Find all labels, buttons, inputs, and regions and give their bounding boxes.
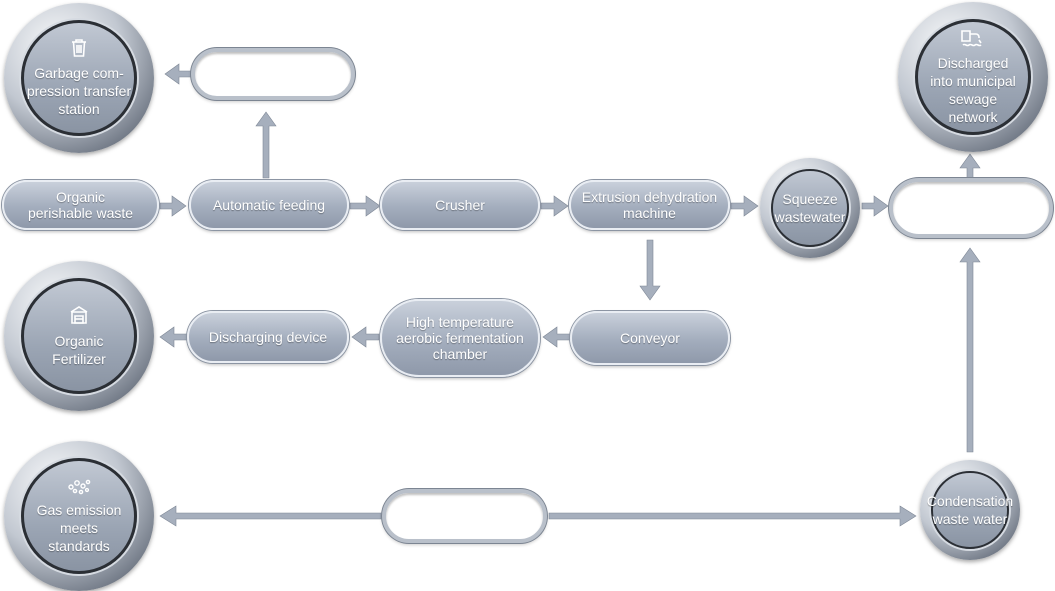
arrow-squeeze-to-blank	[861, 195, 889, 217]
node-organic-perishable-waste: Organic perishable waste	[2, 180, 159, 230]
arrow-blank-to-garbage	[164, 63, 192, 85]
node-discharging-device: Discharging device	[187, 311, 349, 363]
node-condensation-waste-water: Condensation waste water	[920, 460, 1020, 560]
node-label: Crusher	[435, 197, 485, 213]
endpoint-label: Gas emission meets standards	[36, 502, 122, 554]
node-label: Automatic feeding	[212, 197, 326, 213]
arrow-extrusion-to-squeeze	[730, 195, 759, 217]
gas-particles-icon	[66, 477, 92, 499]
empty-box-right	[889, 178, 1053, 238]
arrow-condensation-to-blank	[959, 247, 981, 453]
endpoint-organic-fertilizer: Organic Fertilizer	[4, 261, 154, 411]
node-label: Condensation waste water	[926, 493, 1014, 527]
node-automatic-feeding: Automatic feeding	[189, 180, 349, 230]
arrow-blank-to-municipal	[959, 153, 981, 179]
node-fermentation-chamber: High temperature aerobic fermentation ch…	[380, 299, 540, 377]
arrow-feeding-to-crusher	[349, 195, 381, 217]
node-squeeze-wastewater: Squeeze wastewater	[760, 158, 860, 258]
arrow-blank-to-condensation	[548, 505, 917, 527]
node-crusher: Crusher	[380, 180, 540, 230]
empty-box-top	[191, 48, 355, 100]
endpoint-label: Organic Fertilizer	[52, 333, 106, 367]
endpoint-municipal-sewage: Discharged into municipal sewage network	[898, 2, 1048, 152]
endpoint-label: Garbage com- pression transfer station	[26, 65, 132, 117]
arrow-blank-to-gas	[159, 505, 382, 527]
node-label: Squeeze wastewater	[774, 191, 846, 225]
node-label: Organic perishable waste	[27, 189, 134, 221]
node-label: Discharging device	[208, 329, 328, 345]
endpoint-garbage-station: Garbage com- pression transfer station	[4, 3, 154, 153]
empty-box-bottom	[382, 489, 547, 543]
node-extrusion-dehydration: Extrusion dehydration machine	[569, 180, 730, 230]
arrow-feeding-to-blank-top	[255, 111, 277, 179]
fertilizer-bag-icon	[68, 304, 90, 330]
trash-icon	[70, 38, 88, 62]
arrow-discharging-to-fertilizer	[159, 326, 188, 348]
node-label: Conveyor	[620, 330, 680, 346]
endpoint-label: Discharged into municipal sewage network	[930, 55, 1016, 125]
water-tap-icon	[960, 28, 986, 52]
arrow-waste-to-feeding	[159, 195, 187, 217]
node-conveyor: Conveyor	[570, 311, 730, 365]
arrow-chamber-to-discharging	[351, 326, 380, 348]
endpoint-gas-emission: Gas emission meets standards	[4, 441, 154, 591]
node-label: High temperature aerobic fermentation ch…	[396, 314, 524, 362]
arrow-crusher-to-extrusion	[540, 195, 569, 217]
node-label: Extrusion dehydration machine	[581, 189, 718, 221]
arrow-conveyor-to-chamber	[542, 326, 571, 348]
arrow-extrusion-to-conveyor	[639, 239, 661, 301]
